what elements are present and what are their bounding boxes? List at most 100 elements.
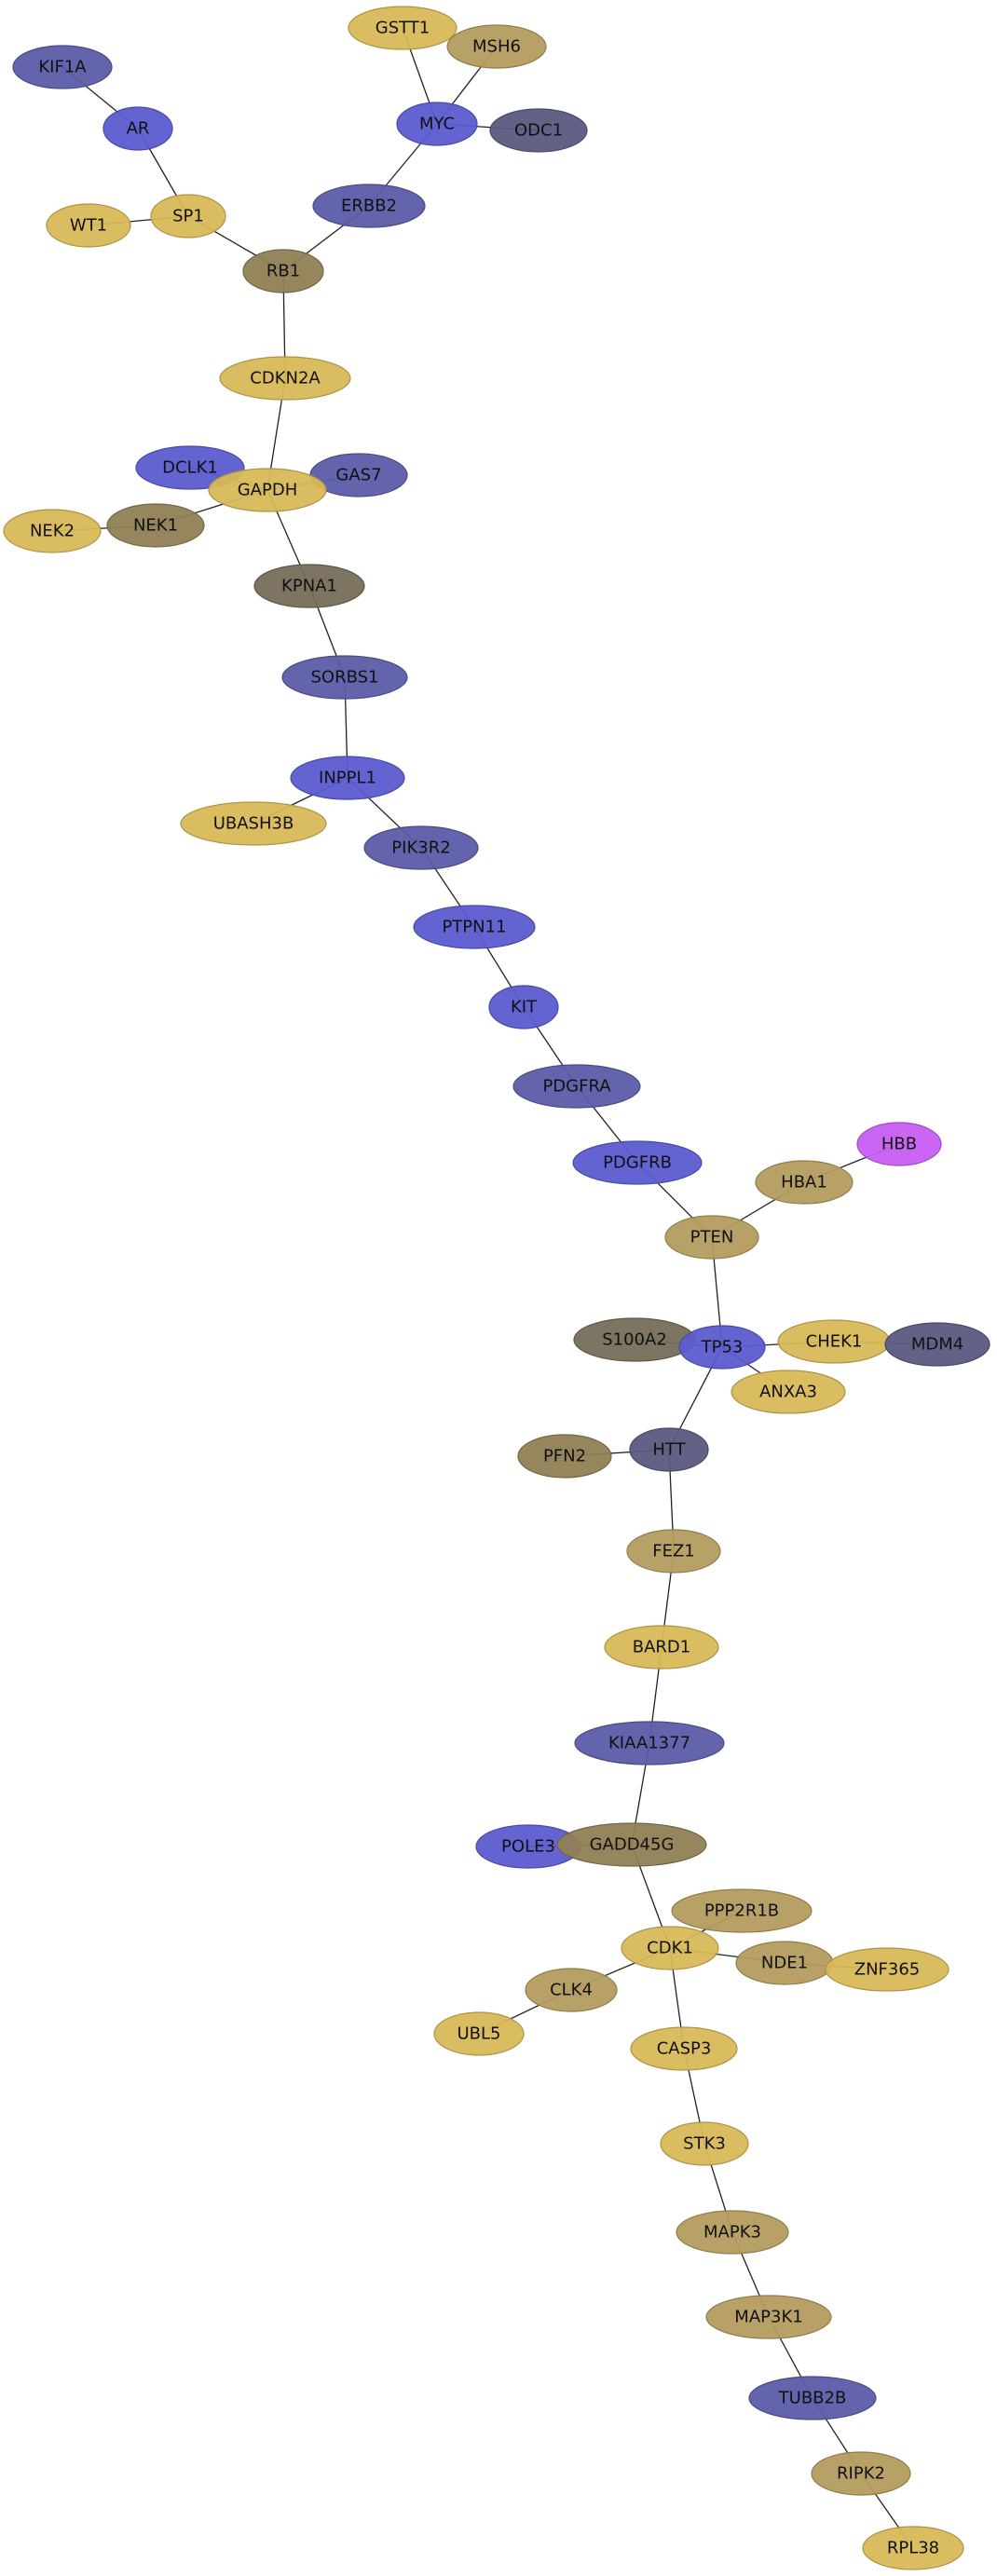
node-shape-stk3[interactable] xyxy=(660,2121,749,2166)
node-fez1[interactable]: FEZ1 xyxy=(626,1529,721,1574)
node-shape-casp3[interactable] xyxy=(630,2026,738,2071)
node-bard1[interactable]: BARD1 xyxy=(604,1625,719,1670)
node-shape-fez1[interactable] xyxy=(626,1529,721,1574)
node-shape-nek1[interactable] xyxy=(106,503,205,548)
node-shape-hba1[interactable] xyxy=(755,1160,854,1205)
node-map3k1[interactable]: MAP3K1 xyxy=(705,2295,832,2339)
node-kit[interactable]: KIT xyxy=(488,985,559,1029)
node-shape-msh6[interactable] xyxy=(446,24,547,69)
node-shape-kiaa1377[interactable] xyxy=(574,1721,725,1765)
node-shape-ppp2r1b[interactable] xyxy=(671,1888,813,1933)
node-nek1[interactable]: NEK1 xyxy=(106,503,205,548)
node-cdkn2a[interactable]: CDKN2A xyxy=(219,356,351,401)
node-ripk2[interactable]: RIPK2 xyxy=(811,2451,911,2496)
node-shape-clk4[interactable] xyxy=(525,1968,618,2012)
node-rb1[interactable]: RB1 xyxy=(242,249,324,293)
node-shape-ripk2[interactable] xyxy=(811,2451,911,2496)
node-pdgfra[interactable]: PDGFRA xyxy=(512,1064,641,1109)
node-shape-rpl38[interactable] xyxy=(862,2526,964,2570)
node-gapdh[interactable]: GAPDH xyxy=(208,468,327,512)
node-shape-gapdh[interactable] xyxy=(208,468,327,512)
node-shape-kit[interactable] xyxy=(488,985,559,1029)
node-shape-mdm4[interactable] xyxy=(884,1322,990,1367)
node-shape-pdgfra[interactable] xyxy=(512,1064,641,1109)
node-shape-znf365[interactable] xyxy=(825,1947,949,1992)
node-shape-tubb2b[interactable] xyxy=(748,2376,877,2420)
node-hba1[interactable]: HBA1 xyxy=(755,1160,854,1205)
node-myc[interactable]: MYC xyxy=(396,102,478,146)
node-shape-gstt1[interactable] xyxy=(348,6,458,50)
node-sp1[interactable]: SP1 xyxy=(150,194,226,239)
node-shape-sp1[interactable] xyxy=(150,194,226,239)
node-shape-ubl5[interactable] xyxy=(433,2011,525,2056)
node-gstt1[interactable]: GSTT1 xyxy=(348,6,458,50)
node-tp53[interactable]: TP53 xyxy=(678,1325,766,1370)
node-cdk1[interactable]: CDK1 xyxy=(621,1926,719,1970)
node-ubl5[interactable]: UBL5 xyxy=(433,2011,525,2056)
node-shape-inppl1[interactable] xyxy=(290,756,405,800)
node-label-htt: HTT xyxy=(652,1440,686,1460)
node-shape-kif1a[interactable] xyxy=(12,45,113,89)
node-shape-anxa3[interactable] xyxy=(731,1370,846,1414)
node-shape-map3k1[interactable] xyxy=(705,2295,832,2339)
node-shape-nek2[interactable] xyxy=(3,509,102,553)
node-hbb[interactable]: HBB xyxy=(856,1122,942,1166)
node-shape-mapk3[interactable] xyxy=(676,2210,789,2255)
node-gas7[interactable]: GAS7 xyxy=(309,453,408,497)
node-pten[interactable]: PTEN xyxy=(664,1215,759,1260)
node-shape-rb1[interactable] xyxy=(242,249,324,293)
node-gadd45g[interactable]: GADD45G xyxy=(556,1822,707,1867)
node-pfn2[interactable]: PFN2 xyxy=(517,1434,612,1479)
node-sorbs1[interactable]: SORBS1 xyxy=(281,655,408,700)
node-shape-pten[interactable] xyxy=(664,1215,759,1260)
node-casp3[interactable]: CASP3 xyxy=(630,2026,738,2071)
node-nde1[interactable]: NDE1 xyxy=(735,1941,834,1985)
node-shape-cdkn2a[interactable] xyxy=(219,356,351,401)
node-htt[interactable]: HTT xyxy=(629,1427,709,1472)
node-znf365[interactable]: ZNF365 xyxy=(825,1947,949,1992)
node-ubash3b[interactable]: UBASH3B xyxy=(180,801,327,846)
node-shape-kpna1[interactable] xyxy=(253,564,365,608)
node-shape-erbb2[interactable] xyxy=(312,184,426,228)
node-chek1[interactable]: CHEK1 xyxy=(777,1319,891,1364)
node-mdm4[interactable]: MDM4 xyxy=(884,1322,990,1367)
node-ar[interactable]: AR xyxy=(102,106,173,151)
node-shape-bard1[interactable] xyxy=(604,1625,719,1670)
node-ptpn11[interactable]: PTPN11 xyxy=(413,905,536,949)
node-kif1a[interactable]: KIF1A xyxy=(12,45,113,89)
node-shape-pik3r2[interactable] xyxy=(363,825,479,870)
node-nek2[interactable]: NEK2 xyxy=(3,509,102,553)
node-stk3[interactable]: STK3 xyxy=(660,2121,749,2166)
node-tubb2b[interactable]: TUBB2B xyxy=(748,2376,877,2420)
node-shape-pdgfrb[interactable] xyxy=(572,1140,703,1185)
node-kpna1[interactable]: KPNA1 xyxy=(253,564,365,608)
node-s100a2[interactable]: S100A2 xyxy=(573,1317,696,1362)
node-shape-tp53[interactable] xyxy=(678,1325,766,1370)
node-pole3[interactable]: POLE3 xyxy=(475,1824,581,1869)
node-shape-ptpn11[interactable] xyxy=(413,905,536,949)
node-ppp2r1b[interactable]: PPP2R1B xyxy=(671,1888,813,1933)
node-erbb2[interactable]: ERBB2 xyxy=(312,184,426,228)
node-shape-sorbs1[interactable] xyxy=(281,655,408,700)
node-anxa3[interactable]: ANXA3 xyxy=(731,1370,846,1414)
node-mapk3[interactable]: MAPK3 xyxy=(676,2210,789,2255)
node-shape-ar[interactable] xyxy=(102,106,173,151)
node-shape-wt1[interactable] xyxy=(46,203,131,248)
node-shape-myc[interactable] xyxy=(396,102,478,146)
node-odc1[interactable]: ODC1 xyxy=(489,108,588,153)
node-clk4[interactable]: CLK4 xyxy=(525,1968,618,2012)
node-wt1[interactable]: WT1 xyxy=(46,203,131,248)
node-pik3r2[interactable]: PIK3R2 xyxy=(363,825,479,870)
node-kiaa1377[interactable]: KIAA1377 xyxy=(574,1721,725,1765)
node-shape-ubash3b[interactable] xyxy=(180,801,327,846)
node-msh6[interactable]: MSH6 xyxy=(446,24,547,69)
node-pdgfrb[interactable]: PDGFRB xyxy=(572,1140,703,1185)
node-shape-odc1[interactable] xyxy=(489,108,588,153)
node-shape-gadd45g[interactable] xyxy=(556,1822,707,1867)
node-shape-pfn2[interactable] xyxy=(517,1434,612,1479)
node-rpl38[interactable]: RPL38 xyxy=(862,2526,964,2570)
node-inppl1[interactable]: INPPL1 xyxy=(290,756,405,800)
node-shape-hbb[interactable] xyxy=(856,1122,942,1166)
node-shape-htt[interactable] xyxy=(629,1427,709,1472)
node-shape-cdk1[interactable] xyxy=(621,1926,719,1970)
